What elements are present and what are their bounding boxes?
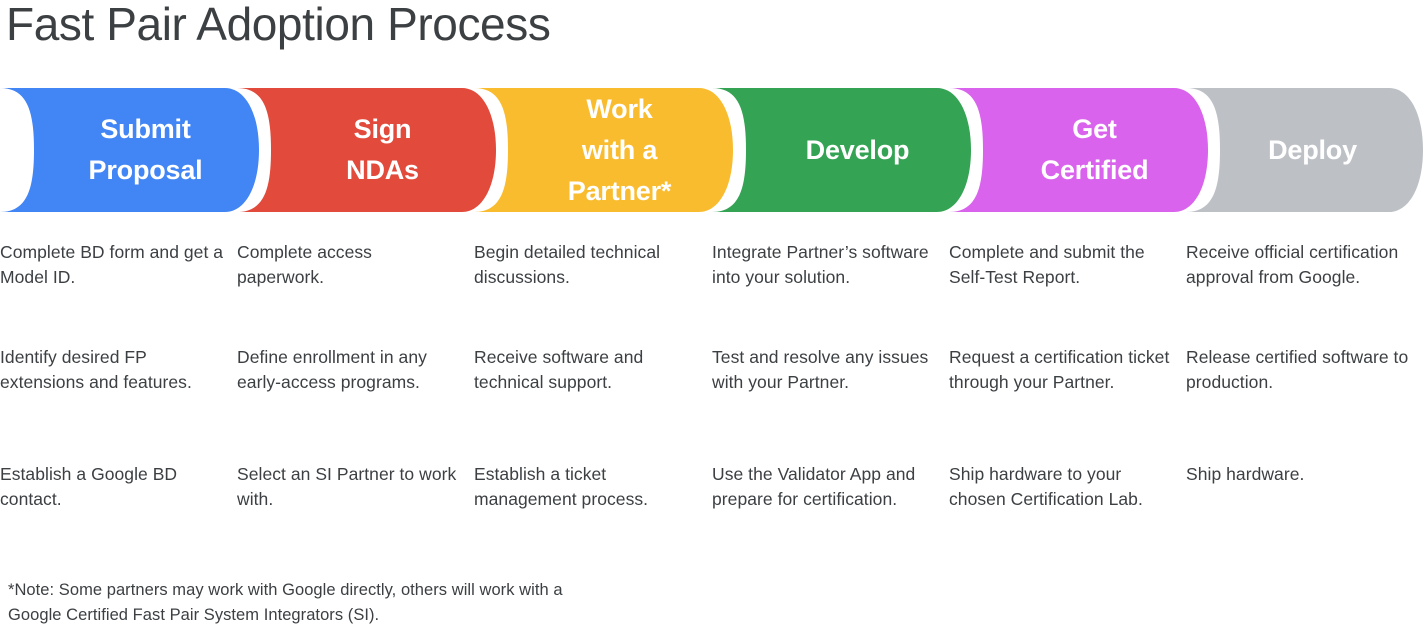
stage-details-get-certified: Complete and submit the Self-Test Report…	[949, 240, 1186, 558]
stage-detail-item: Begin detailed technical discussions.	[474, 242, 661, 287]
stage-chevron-deploy[interactable]: Deploy	[1186, 88, 1423, 212]
stage-label-line: Submit	[100, 114, 191, 144]
stage-detail-item: Request a certification ticket through y…	[949, 347, 1170, 392]
stage-details-deploy: Receive official certification approval …	[1186, 240, 1423, 558]
stage-label-line: with a	[581, 134, 658, 165]
stage-label-line: Get	[1072, 114, 1117, 144]
stage-label-line: Sign	[353, 114, 412, 144]
footnote-line: Google Certified Fast Pair System Integr…	[8, 606, 380, 624]
stage-detail-item: Use the Validator App and prepare for ce…	[712, 464, 916, 509]
stage-detail-item: Define enrollment in any early-access pr…	[237, 347, 427, 392]
stage-label-line: Develop	[805, 134, 910, 165]
footnote: *Note: Some partners may work with Googl…	[8, 578, 728, 628]
stage-chevron-develop[interactable]: Develop	[712, 88, 983, 212]
stage-detail-item: Identify desired FP extensions and featu…	[0, 347, 192, 392]
stage-detail-item: Select an SI Partner to work with.	[237, 464, 457, 509]
stage-detail-item: Ship hardware to your chosen Certificati…	[949, 464, 1143, 509]
stage-chevron-shape	[712, 88, 971, 212]
stage-details-develop: Integrate Partner’s software into your s…	[712, 240, 949, 558]
stage-detail-item: Establish a Google BD contact.	[0, 464, 178, 509]
stage-details-grid: Complete BD form and get a Model ID. Iden…	[0, 240, 1423, 558]
stage-label-line: NDAs	[346, 155, 419, 185]
stage-chevron-work-with-a-partner[interactable]: Work with a Partner*	[474, 88, 745, 212]
stage-label-deploy: Deploy	[1186, 130, 1423, 171]
stage-details-sign-ndas: Complete access paperwork. Define enrollm…	[237, 240, 474, 558]
stage-label-work-with-a-partner: Work with a Partner*	[474, 89, 745, 212]
stage-detail-item: Complete BD form and get a Model ID.	[0, 242, 224, 287]
stage-label-line: Work	[586, 93, 653, 124]
stage-detail-item: Integrate Partner’s software into your s…	[712, 242, 929, 287]
stage-chevron-shape	[0, 88, 259, 212]
stage-chevron-shape	[949, 88, 1208, 212]
stage-detail-item: Test and resolve any issues with your Pa…	[712, 347, 929, 392]
footnote-line: *Note: Some partners may work with Googl…	[8, 581, 563, 599]
stage-detail-item: Ship hardware.	[1186, 464, 1305, 484]
stage-detail-item: Establish a ticket management process.	[474, 464, 649, 509]
stage-detail-item: Receive software and technical support.	[474, 347, 644, 392]
stage-details-submit-proposal: Complete BD form and get a Model ID. Iden…	[0, 240, 237, 558]
stage-detail-item: Complete access paperwork.	[237, 242, 372, 287]
stage-details-work-with-a-partner: Begin detailed technical discussions. Rec…	[474, 240, 711, 558]
stage-label-line: Deploy	[1268, 134, 1357, 165]
stage-label-line: Certified	[1040, 155, 1149, 185]
stage-detail-item: Receive official certification approval …	[1186, 242, 1399, 287]
page-title: Fast Pair Adoption Process	[6, 0, 551, 50]
stage-detail-item: Complete and submit the Self-Test Report…	[949, 242, 1145, 287]
stage-label-line: Proposal	[88, 155, 203, 185]
stage-label-develop: Develop	[712, 130, 983, 171]
stage-label-line: Partner*	[567, 175, 672, 206]
stage-chevron-shape	[474, 88, 733, 212]
stage-chevron-shape	[237, 88, 496, 212]
stage-chevron-shape	[1186, 88, 1423, 212]
stage-detail-item: Release certified software to production…	[1186, 347, 1409, 392]
